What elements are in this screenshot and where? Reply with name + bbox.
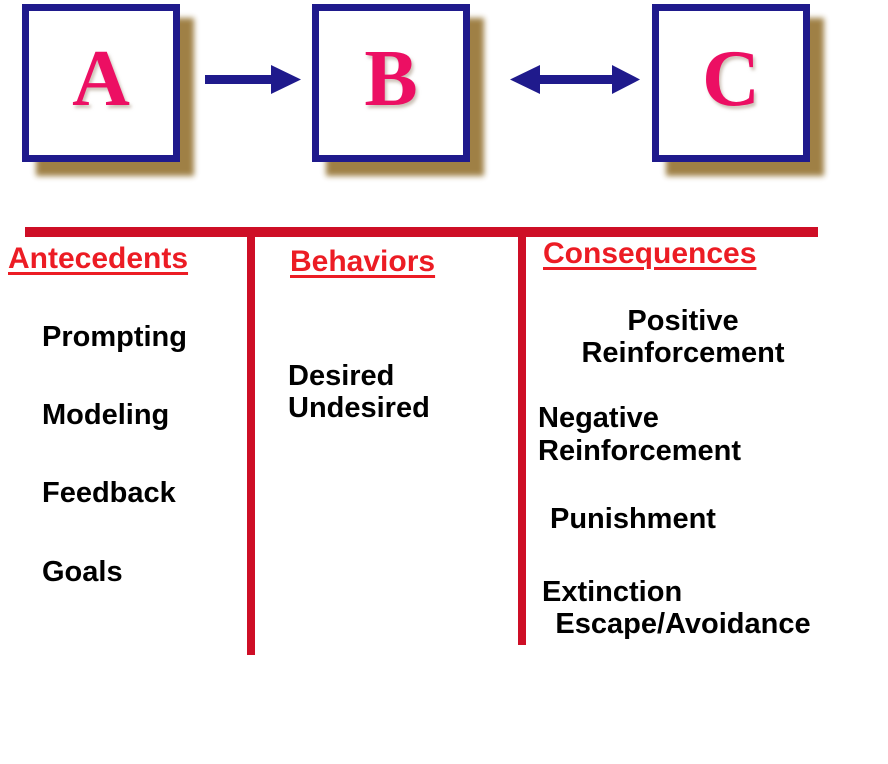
arrow-right-icon xyxy=(205,65,301,94)
list-item: Goals xyxy=(42,555,123,588)
vertical-divider-behaviors-consequences xyxy=(518,230,526,645)
list-item: Feedback xyxy=(42,477,176,510)
list-item: Extinction xyxy=(542,575,683,608)
column-header-antecedents: Antecedents xyxy=(8,242,189,275)
horizontal-divider xyxy=(25,227,818,237)
abc-boxes-row: A B C xyxy=(0,0,888,200)
vertical-divider-antecedents-behaviors xyxy=(247,230,255,655)
box-b-letter: B xyxy=(364,35,418,123)
box-b-frame: B xyxy=(312,4,470,162)
arrow-left-right-icon xyxy=(510,65,640,94)
list-item: Negative Reinforcement xyxy=(538,402,742,467)
list-item: Prompting xyxy=(42,320,187,353)
column-antecedents: Antecedents Prompting Modeling Feedback … xyxy=(0,243,240,588)
box-a-letter: A xyxy=(72,35,130,123)
list-item: Undesired xyxy=(288,391,430,424)
box-c-letter: C xyxy=(702,35,760,123)
list-item: Modeling xyxy=(42,398,170,431)
list-item: Escape/Avoidance xyxy=(555,608,811,641)
box-c-frame: C xyxy=(652,4,810,162)
column-header-consequences: Consequences xyxy=(543,237,757,270)
column-header-behaviors: Behaviors xyxy=(290,245,436,278)
column-behaviors: Behaviors Desired Undesired xyxy=(262,246,512,424)
list-item: Punishment xyxy=(550,503,716,536)
box-a-frame: A xyxy=(22,4,180,162)
list-item: Desired xyxy=(288,359,395,392)
column-consequences: Consequences Positive Reinforcement Nega… xyxy=(528,238,888,641)
list-item: Positive Reinforcement xyxy=(581,304,785,369)
